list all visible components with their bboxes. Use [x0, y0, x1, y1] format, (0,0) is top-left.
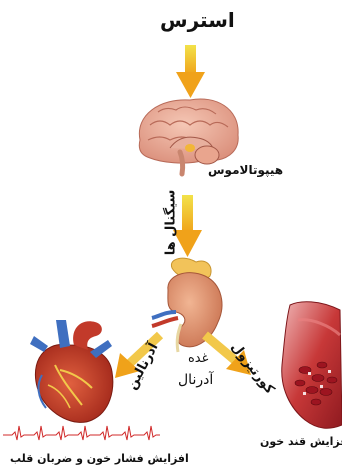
heart-illustration — [30, 320, 113, 422]
bp-heart-label: افزایش فشار خون و ضربان قلب — [10, 452, 189, 465]
signals-label: سیگنال ها — [163, 190, 178, 256]
hypothalamus-label: هیپوتالاموس — [208, 163, 283, 177]
blood-vessel-illustration — [282, 302, 342, 429]
stress-label: استرس — [160, 8, 235, 32]
ecg-waveform — [3, 426, 160, 440]
adrenal-gland-label-line1: غده — [188, 351, 208, 366]
blood-sugar-label: افزایش قند خون — [260, 435, 342, 448]
arrow-stress-to-hypothalamus — [176, 45, 205, 98]
adrenal-gland-label-line2: آدرنال — [178, 372, 213, 388]
